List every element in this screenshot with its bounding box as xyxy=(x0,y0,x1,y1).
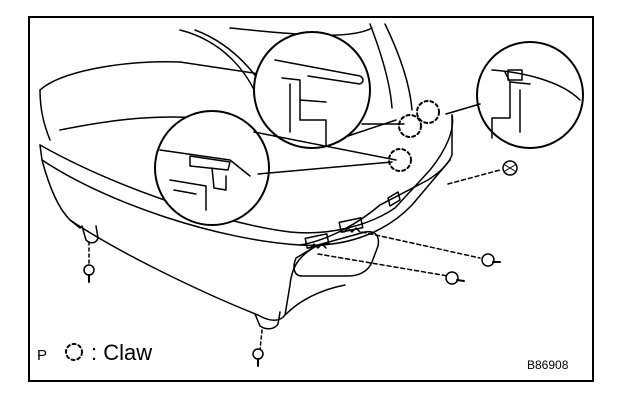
detail-callout-upper xyxy=(253,31,405,149)
seat-feet xyxy=(81,225,281,330)
dashed-circle-icon xyxy=(388,148,412,172)
dashed-circle-icon xyxy=(65,343,83,361)
figure-code: B86908 xyxy=(527,358,569,372)
screw-icon xyxy=(252,329,264,367)
seat-cushion xyxy=(39,61,454,247)
screw-icon xyxy=(83,241,95,283)
screw-icon xyxy=(361,231,501,267)
screws xyxy=(83,160,518,367)
legend-claw-text: Claw xyxy=(103,340,153,365)
seat-side-shield xyxy=(41,114,453,321)
legend-prefix: P xyxy=(37,347,48,364)
screw-icon xyxy=(317,253,465,285)
detail-callout-right xyxy=(445,41,584,149)
detail-callout-left xyxy=(154,110,397,226)
dashed-circle-icon xyxy=(416,100,440,124)
legend-separator: : xyxy=(91,340,98,365)
screw-icon xyxy=(447,160,518,185)
claw-markers xyxy=(388,100,440,172)
dashed-circle-icon xyxy=(398,114,422,138)
legend-label: : Claw xyxy=(91,340,152,366)
